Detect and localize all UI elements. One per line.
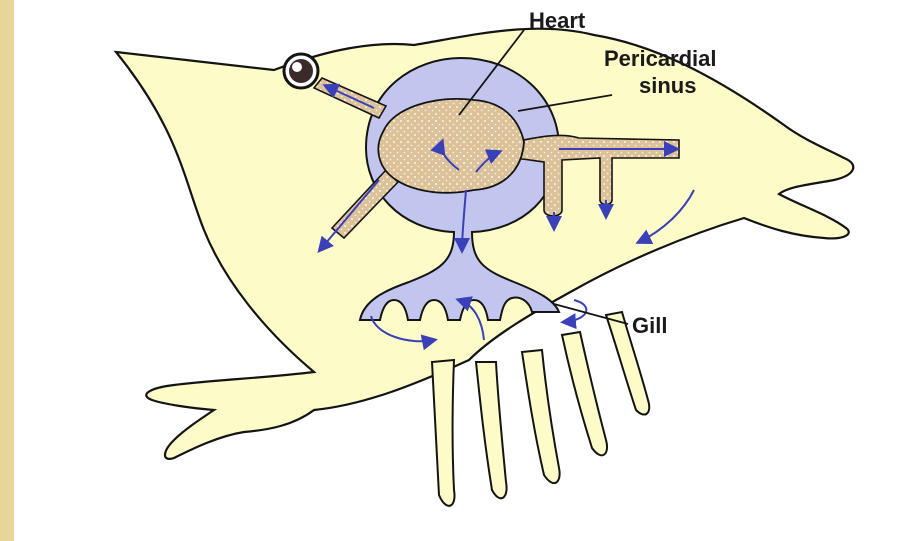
eye-icon xyxy=(284,54,318,88)
leg xyxy=(522,350,560,483)
pericardial-sinus-label-line2: sinus xyxy=(639,73,696,98)
crustacean-circulatory-diagram: Heart Pericardial sinus Gill xyxy=(14,0,904,541)
leg xyxy=(432,360,455,506)
pericardial-sinus-label-line1: Pericardial xyxy=(604,46,717,71)
heart-label: Heart xyxy=(529,8,586,33)
leg xyxy=(476,362,507,498)
heart-body xyxy=(378,99,524,193)
diagram-frame: Heart Pericardial sinus Gill xyxy=(14,0,904,541)
gill-label: Gill xyxy=(632,313,667,338)
leg xyxy=(562,332,607,455)
